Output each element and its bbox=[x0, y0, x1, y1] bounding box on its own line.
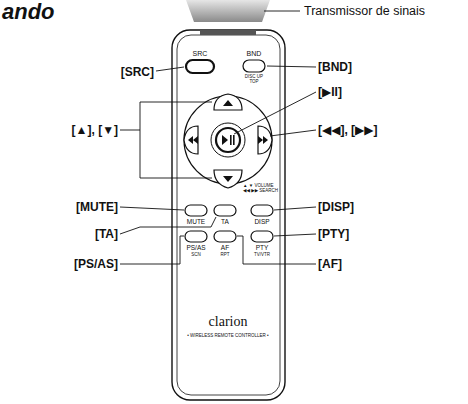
transmitter-window bbox=[200, 30, 256, 35]
play-pause-key bbox=[216, 128, 240, 152]
af-button bbox=[214, 231, 236, 242]
button-caption: BND bbox=[247, 50, 262, 57]
pause-icon bbox=[233, 135, 235, 145]
button-caption: RPT bbox=[221, 253, 230, 258]
button-caption: SCN bbox=[191, 253, 201, 258]
button-caption: DISC UP bbox=[245, 75, 263, 80]
center-ring bbox=[211, 123, 245, 157]
callout-label: [BND] bbox=[318, 61, 352, 73]
button-caption: ▲ ▼ VOLUME bbox=[243, 184, 273, 189]
brand-logo: clarion bbox=[209, 315, 248, 329]
callout-label: [SRC] bbox=[121, 66, 154, 78]
remote-inner-outline bbox=[177, 35, 280, 395]
button-caption: TOP bbox=[249, 80, 258, 85]
arrow-icons bbox=[223, 100, 233, 182]
button-caption: PS/AS bbox=[186, 245, 205, 252]
callout-label: [▶II] bbox=[318, 86, 342, 98]
callout-label: [MUTE] bbox=[76, 201, 118, 213]
skip-icons bbox=[188, 136, 268, 144]
product-caption: • WIRELESS REMOTE CONTROLLER • bbox=[187, 334, 268, 339]
callout-label: [PTY] bbox=[318, 228, 349, 240]
callout-label: [▲], [▼] bbox=[72, 124, 118, 136]
callout-label: Transmissor de sinais bbox=[304, 5, 425, 18]
leader-lines bbox=[120, 11, 316, 264]
button-caption: SRC bbox=[193, 50, 208, 57]
mute-button bbox=[185, 205, 207, 216]
button-caption: TA bbox=[221, 219, 229, 226]
button-caption: TV/VTR bbox=[254, 253, 270, 258]
remote-body bbox=[172, 30, 285, 400]
callout-label: [TA] bbox=[95, 228, 118, 240]
callout-label: [DISP] bbox=[318, 201, 354, 213]
pty-button bbox=[251, 231, 273, 242]
button-caption: AF bbox=[221, 245, 229, 252]
psas-button bbox=[185, 231, 207, 242]
callout-label: [AF] bbox=[318, 258, 342, 270]
disp-button bbox=[251, 205, 273, 216]
heading: ando bbox=[2, 1, 55, 23]
callout-label: [PS/AS] bbox=[74, 258, 118, 270]
callout-label: [◀◀], [▶▶] bbox=[318, 124, 378, 136]
play-icon bbox=[222, 135, 228, 145]
ta-button bbox=[214, 205, 236, 216]
button-caption: MUTE bbox=[187, 219, 205, 226]
button-caption: DISP bbox=[254, 219, 269, 226]
src-button bbox=[186, 60, 214, 73]
button-caption: ◀◀ ▶▶ SEARCH bbox=[243, 189, 278, 194]
button-caption: PTY bbox=[256, 245, 269, 252]
bnd-button bbox=[243, 60, 265, 72]
pause-icon bbox=[230, 135, 232, 145]
signal-beam bbox=[186, 0, 270, 22]
